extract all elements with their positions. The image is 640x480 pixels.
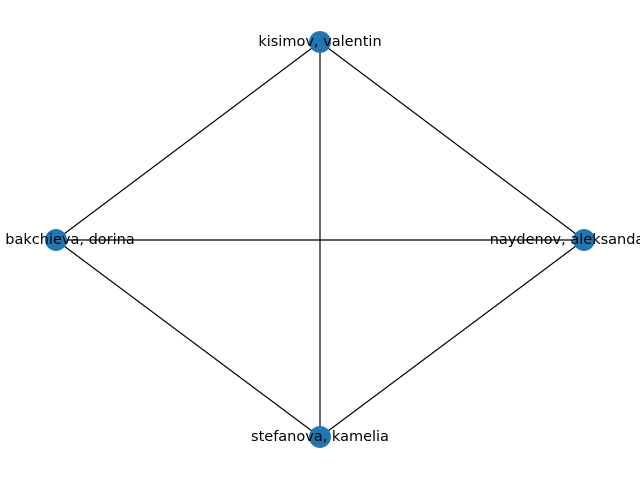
node-naydenov[interactable] bbox=[573, 229, 595, 251]
nodes-layer bbox=[45, 31, 595, 448]
node-kisimov[interactable] bbox=[309, 31, 331, 53]
node-label-naydenov: naydenov, aleksandar bbox=[490, 232, 640, 248]
node-bakchieva[interactable] bbox=[45, 229, 67, 251]
labels-layer: kisimov, valentin bakchieva, dorina nayd… bbox=[5, 34, 640, 445]
edge-kisimov-naydenov bbox=[319, 41, 585, 241]
edges-layer bbox=[55, 41, 585, 438]
edge-kisimov-bakchieva bbox=[55, 41, 321, 241]
node-stefanova[interactable] bbox=[309, 426, 331, 448]
edge-bakchieva-stefanova bbox=[55, 239, 321, 438]
node-label-stefanova: stefanova, kamelia bbox=[251, 429, 389, 445]
node-label-kisimov: kisimov, valentin bbox=[258, 34, 381, 50]
node-label-bakchieva: bakchieva, dorina bbox=[5, 232, 134, 248]
edge-naydenov-stefanova bbox=[319, 239, 585, 438]
